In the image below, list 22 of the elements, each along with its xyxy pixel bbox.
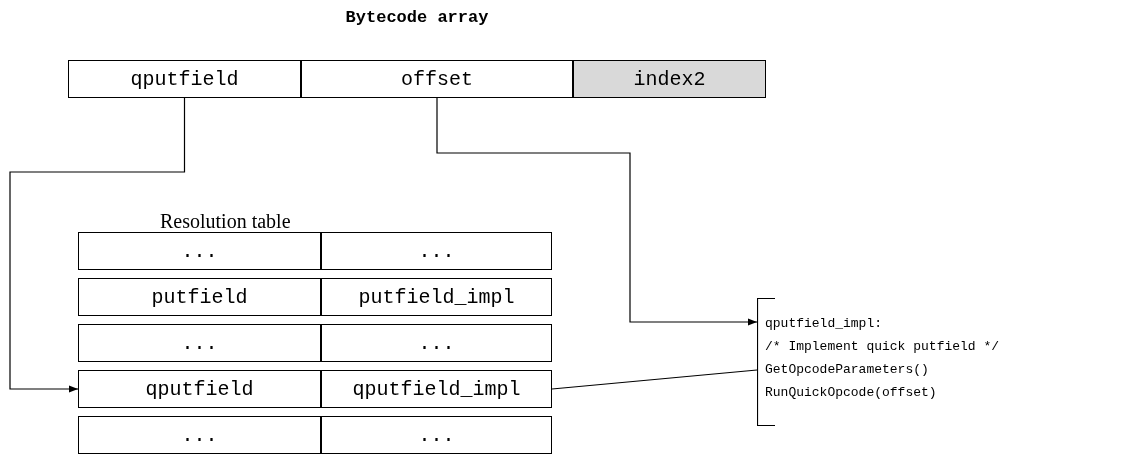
code-line: GetOpcodeParameters(): [765, 361, 929, 379]
connector-line: [551, 369, 758, 390]
table-cell: ...: [78, 324, 321, 362]
table-cell: ...: [321, 232, 552, 270]
table-heading: Bytecode array: [344, 8, 490, 27]
table-cell: index2: [573, 60, 766, 98]
table-cell: offset: [301, 60, 573, 98]
table-cell: qputfield: [78, 370, 321, 408]
table-cell: ...: [78, 416, 321, 454]
code-line: RunQuickOpcode(offset): [765, 384, 937, 402]
code-line: /* Implement quick putfield */: [765, 338, 1000, 356]
table-cell: putfield: [78, 278, 321, 316]
table-heading: Resolution table: [160, 210, 292, 233]
table-cell: qputfield_impl: [321, 370, 552, 408]
table-cell: ...: [321, 416, 552, 454]
table-cell: ...: [321, 324, 552, 362]
arrow: [9, 97, 186, 393]
table-cell: qputfield: [68, 60, 301, 98]
table-cell: putfield_impl: [321, 278, 552, 316]
arrow: [436, 97, 758, 326]
table-cell: ...: [78, 232, 321, 270]
code-line: qputfield_impl:: [765, 315, 883, 333]
